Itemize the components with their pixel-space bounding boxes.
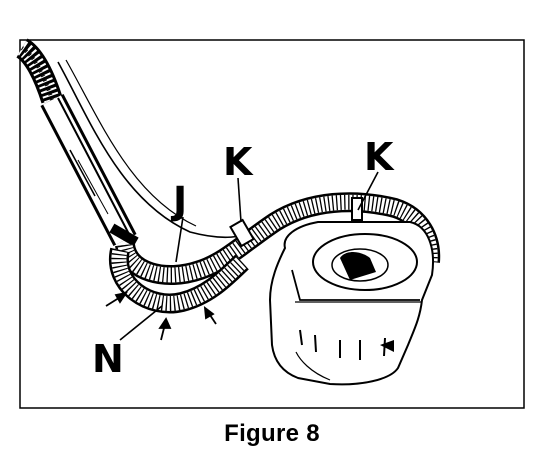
wand-tube [40, 93, 139, 247]
callout-k-left: K [223, 140, 254, 184]
power-cord [57, 61, 251, 239]
pointer-arrows [105, 291, 217, 341]
tank-body [268, 221, 434, 386]
leader-k-right [357, 171, 379, 211]
hose-clip-right [351, 197, 363, 221]
leader-j [175, 216, 184, 263]
hose-n [108, 247, 249, 314]
callout-n: N [92, 337, 124, 381]
upper-hose [15, 38, 63, 104]
callout-j: J [170, 179, 187, 223]
hose-clip-left [229, 218, 255, 248]
figure-border [19, 39, 525, 409]
hose-j [115, 192, 441, 286]
leader-n [119, 305, 163, 341]
leader-k-left [237, 177, 242, 223]
figure-caption: Figure 8 [224, 420, 320, 447]
callout-k-right: K [364, 135, 395, 179]
